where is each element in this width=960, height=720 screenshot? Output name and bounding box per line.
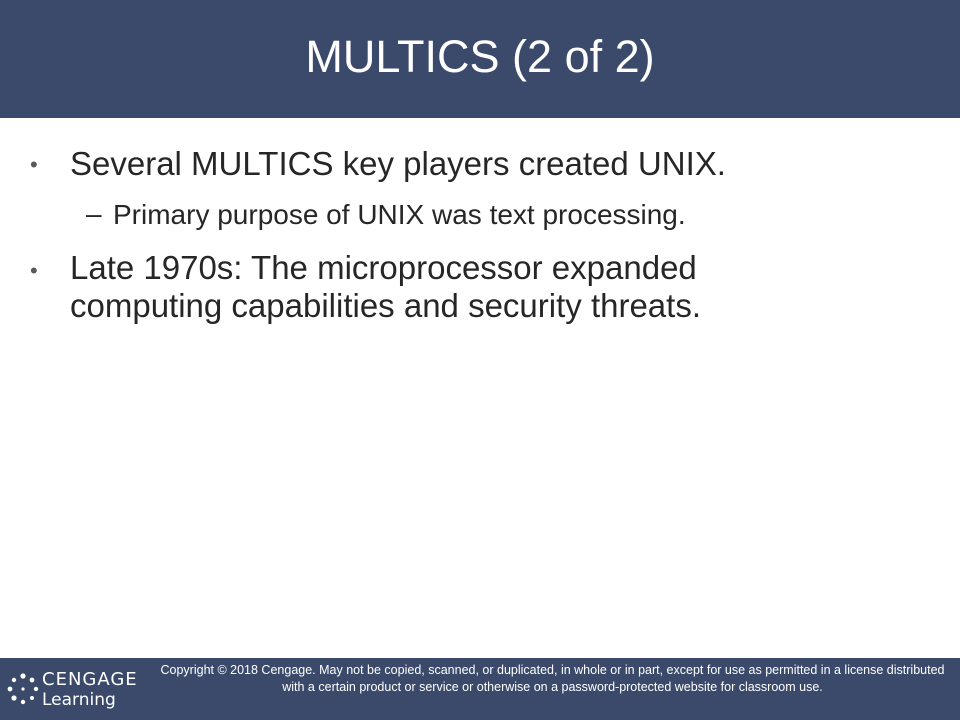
- bullet-marker: •: [30, 258, 38, 283]
- bullet-marker: •: [30, 152, 38, 177]
- bullet-item-1: Several MULTICS key players created UNIX…: [70, 145, 726, 182]
- slide-content: • Several MULTICS key players created UN…: [0, 118, 960, 658]
- logo-wordmark-cengage: CENGAGE: [42, 669, 138, 690]
- cengage-dots-icon: [7, 673, 39, 705]
- slide-title: MULTICS (2 of 2): [305, 31, 655, 82]
- cengage-logo: CENGAGE Learning: [6, 668, 146, 712]
- copyright-notice: Copyright © 2018 Cengage. May not be cop…: [160, 663, 945, 694]
- footer-bar: CENGAGE Learning Copyright © 2018 Cengag…: [0, 658, 960, 720]
- sub-bullet-item-1: Primary purpose of UNIX was text process…: [113, 199, 686, 230]
- logo-wordmark-learning: Learning: [42, 690, 116, 710]
- title-bar: MULTICS (2 of 2): [0, 0, 960, 118]
- bullet-item-2: Late 1970s: The microprocessor expanded …: [70, 249, 701, 324]
- sub-bullet-marker: –: [86, 198, 102, 229]
